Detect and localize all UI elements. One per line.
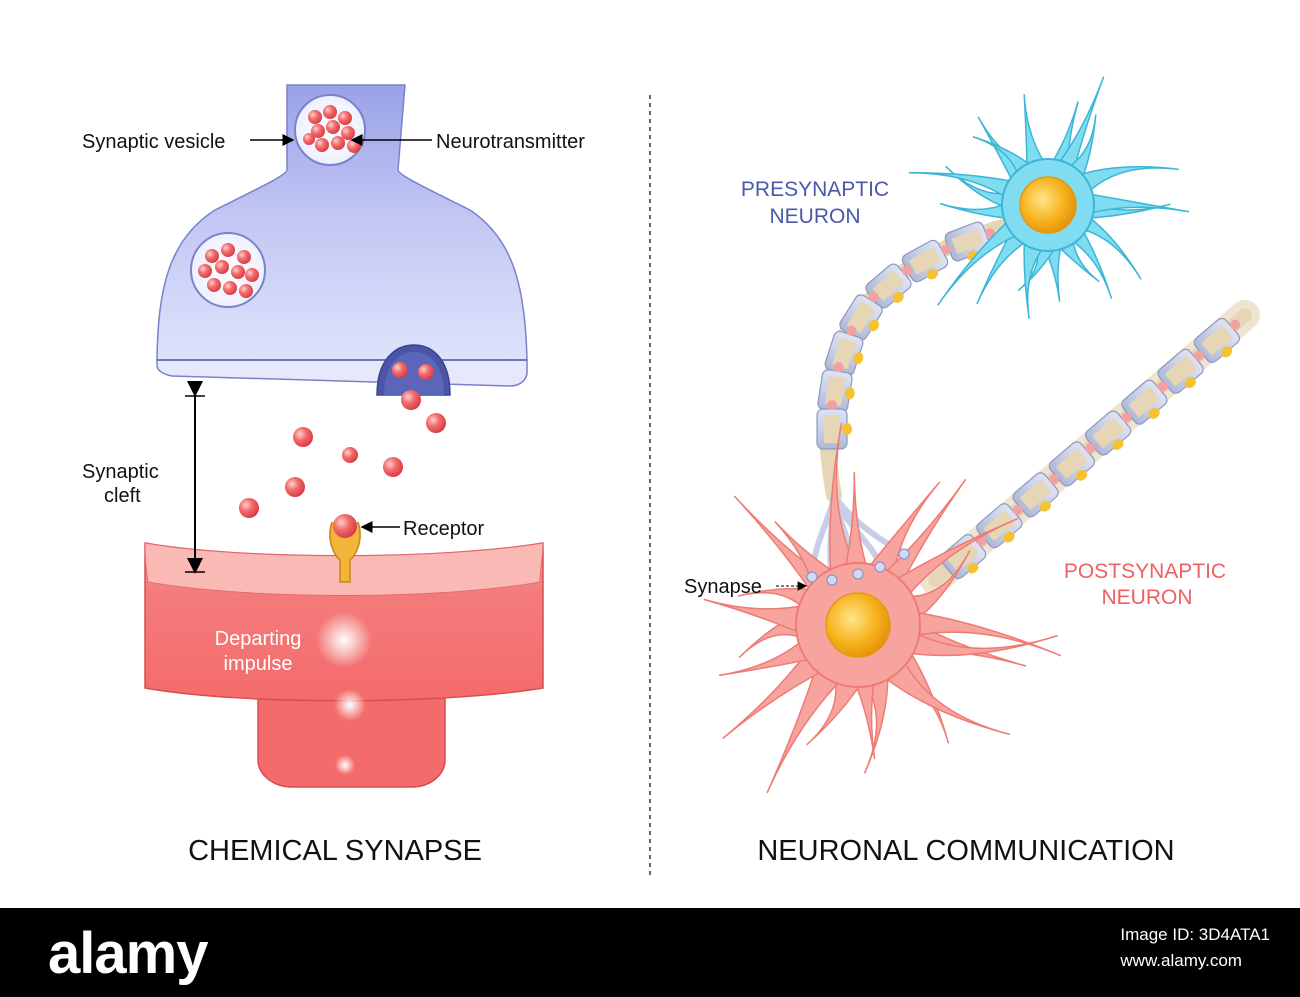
neurotransmitter-released xyxy=(239,362,446,518)
label-synaptic-cleft-2: cleft xyxy=(104,485,141,507)
postsynaptic-neuron xyxy=(703,423,1062,794)
dendrite xyxy=(1023,236,1047,319)
dendrite xyxy=(1074,166,1179,196)
myelin-segment xyxy=(1157,348,1204,394)
myelin-segment xyxy=(817,362,855,413)
fusing-vesicle xyxy=(376,344,451,396)
myelin-segment xyxy=(1012,472,1059,518)
dendrite xyxy=(843,472,869,573)
neurotransmitter-cluster-top xyxy=(303,105,361,153)
myelin-segment xyxy=(976,503,1023,549)
label-receptor: Receptor xyxy=(403,518,484,540)
dendrite xyxy=(774,520,839,593)
postsynaptic-axon xyxy=(920,300,1260,595)
label-neurotransmitter: Neurotransmitter xyxy=(436,131,585,153)
chemical-synapse-title: CHEMICAL SYNAPSE xyxy=(188,835,482,867)
synaptic-cleft-arrow xyxy=(185,381,205,574)
postsynaptic-membrane xyxy=(144,542,544,788)
myelin-segment xyxy=(824,325,864,377)
myelin-segment xyxy=(1121,379,1168,425)
neurotransmitter-cluster-left xyxy=(198,243,259,298)
dendrite xyxy=(910,610,1062,657)
dendrite xyxy=(864,481,941,583)
label-pointers-left xyxy=(250,134,432,533)
dendrite xyxy=(976,225,1030,305)
dendrite xyxy=(1079,214,1142,280)
dendrite xyxy=(890,517,1019,600)
dendrite xyxy=(1067,226,1113,299)
label-synaptic-cleft-1: Synaptic xyxy=(82,461,159,483)
myelin-segment xyxy=(1193,317,1241,363)
dendrite xyxy=(880,478,967,590)
dendrite xyxy=(829,423,859,579)
dendrite xyxy=(1085,192,1190,215)
presynaptic-axon xyxy=(816,217,1018,503)
label-presynaptic-1: PRESYNAPTIC xyxy=(741,178,889,201)
dendrite xyxy=(766,661,845,794)
presynaptic-neuron xyxy=(908,76,1190,319)
dendrite xyxy=(945,165,1011,210)
label-postsynaptic-2: NEURON xyxy=(1101,586,1192,609)
dendrite xyxy=(908,172,1017,200)
label-departing-impulse-2: impulse xyxy=(224,653,293,675)
label-synaptic-vesicle: Synaptic vesicle xyxy=(82,131,225,153)
dendrite xyxy=(972,136,1036,179)
myelin-segment xyxy=(940,534,987,580)
dendrite xyxy=(806,673,865,746)
neuronal-communication-title: NEURONAL COMMUNICATION xyxy=(757,835,1174,867)
dendrite xyxy=(904,549,971,624)
dendrite xyxy=(852,676,876,760)
dendrite xyxy=(937,217,1022,306)
dendrite xyxy=(1023,94,1048,172)
label-postsynaptic-1: POSTSYNAPTIC xyxy=(1064,560,1226,583)
site-url: www.alamy.com xyxy=(1120,951,1242,970)
receptor xyxy=(329,514,361,583)
dendrite xyxy=(879,656,1011,736)
synapse-diagram: Synaptic vesicle Neurotransmitter Synapt… xyxy=(82,76,1260,875)
image-meta: Image ID: 3D4ATA1 www.alamy.com xyxy=(1120,922,1270,974)
label-departing-impulse-1: Departing xyxy=(215,628,302,650)
myelin-segment xyxy=(901,239,952,283)
image-id: Image ID: 3D4ATA1 xyxy=(1120,925,1270,944)
alamy-logo: alamy xyxy=(48,921,208,986)
dendrite xyxy=(1064,114,1097,184)
dendrite xyxy=(939,202,1012,220)
dendrite xyxy=(722,648,827,740)
dendrite xyxy=(1055,76,1105,175)
label-presynaptic-2: NEURON xyxy=(769,205,860,228)
myelin-segment xyxy=(1048,441,1096,487)
dendrite xyxy=(703,598,808,636)
watermark-footer: alamy Image ID: 3D4ATA1 www.alamy.com xyxy=(0,908,1300,997)
synaptic-boutons xyxy=(806,548,910,586)
label-synapse: Synapse xyxy=(684,576,762,598)
dendrite xyxy=(904,630,1058,657)
